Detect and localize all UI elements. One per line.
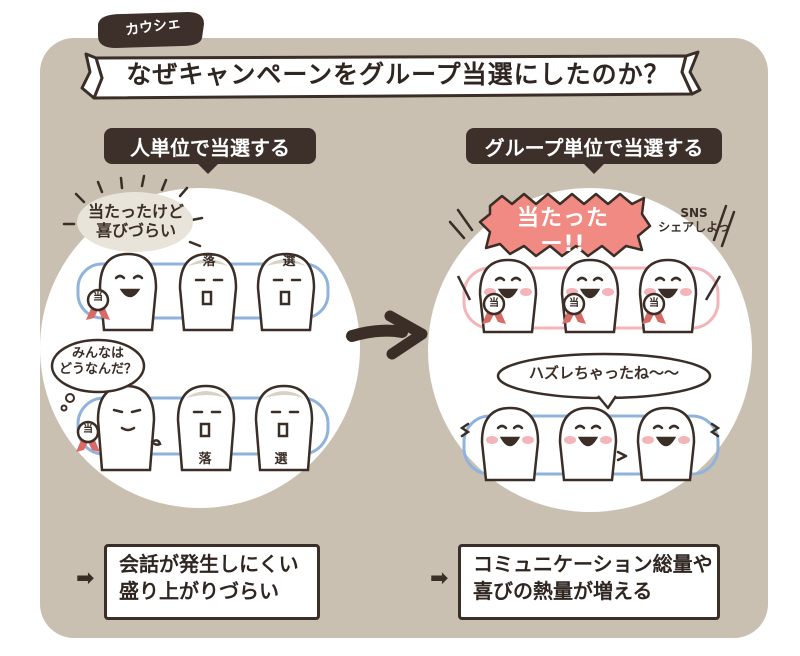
right-result-line2: 喜びの熱量が増える (473, 579, 653, 603)
right-heading: グループ単位で当選する (466, 128, 722, 164)
right-result-arrow-icon: ➡ (430, 566, 449, 591)
right-heading-pointer (582, 162, 606, 174)
right-lose-bubble-text: ハズレちゃったね〜〜 (528, 364, 679, 382)
tag-badge (98, 12, 204, 48)
right-badge-win-1: 当 (489, 298, 499, 309)
right-result-line1: コミュニケーション総量や (473, 552, 713, 576)
right-win-banner-text: 当たったー!! (516, 206, 609, 258)
left-badge-lose-b-bottom: 選 (274, 452, 288, 467)
left-badge-lose-b-top: 選 (282, 254, 296, 269)
right-result-note: コミュニケーション総量や 喜びの熱量が増える (458, 544, 720, 620)
left-result-line2: 盛り上がりづらい (119, 579, 279, 603)
left-badge-lose-a-bottom: 落 (198, 452, 212, 467)
left-result-note: 会話が発生しにくい 盛り上がりづらい (104, 544, 320, 620)
left-result-line1: 会話が発生しにくい (119, 552, 299, 576)
right-badge-win-3: 当 (649, 298, 659, 309)
page-title: なぜキャンペーンをグループ当選にしたのか？ (126, 60, 670, 89)
right-badge-win-2: 当 (569, 298, 579, 309)
title-banner (80, 50, 702, 100)
right-scene (448, 192, 736, 482)
left-badge-win-bottom: 当 (83, 424, 93, 435)
left-heading: 人単位で当選する (104, 128, 316, 164)
transition-arrow (346, 310, 428, 360)
right-sns-note: SNS シェアしよっ (658, 206, 730, 235)
left-heading-pointer (196, 162, 220, 174)
left-question-text: みんなは どうなんだ？ (58, 346, 137, 377)
left-thought-text: 当たったけど 喜びづらい (87, 202, 184, 241)
left-badge-win-top: 当 (93, 292, 103, 303)
left-badge-lose-a-top: 落 (202, 254, 216, 269)
left-scene (50, 174, 330, 472)
left-result-arrow-icon: ➡ (76, 566, 95, 591)
